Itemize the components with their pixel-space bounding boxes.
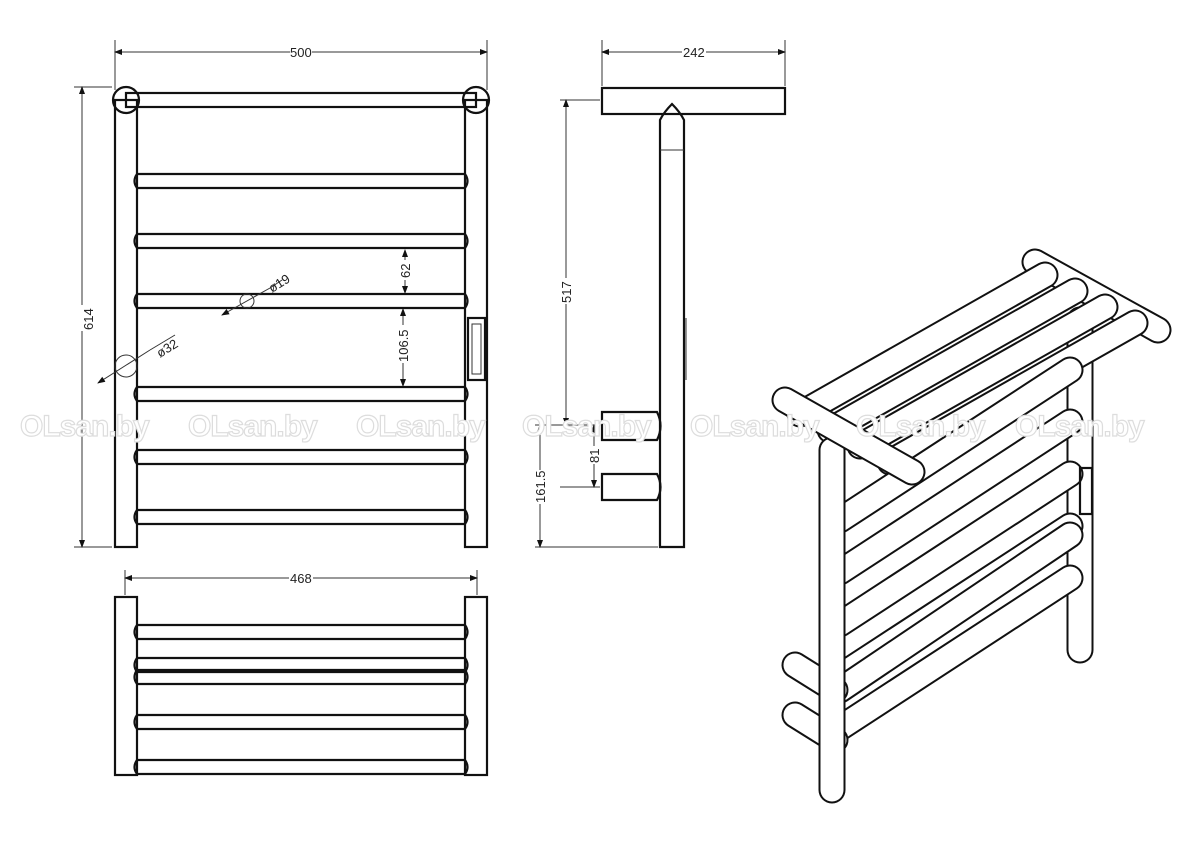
ladder-rung — [826, 564, 1084, 742]
hook-spacing-label: 81 — [587, 449, 602, 463]
rung — [133, 448, 469, 466]
watermark-text: OLsan.by — [20, 410, 150, 443]
top-bar — [816, 277, 1089, 444]
rung — [133, 668, 469, 686]
watermark-text: OLsan.by — [356, 410, 486, 443]
width-total-label: 500 — [290, 45, 312, 60]
watermark-text: OLsan.by — [690, 410, 820, 443]
watermark-text: OLsan.by — [188, 410, 318, 443]
watermark-text: OLsan.by — [522, 410, 652, 443]
watermark-text: OLsan.by — [856, 410, 986, 443]
rung — [133, 232, 469, 250]
rung — [133, 292, 469, 310]
depth-label: 242 — [683, 45, 705, 60]
bottom-width-label: 468 — [290, 571, 312, 586]
rung-gap-label: 106.5 — [396, 329, 411, 362]
rung — [133, 713, 469, 731]
watermark: OLsan.by OLsan.by OLsan.by OLsan.by OLsa… — [19, 409, 1146, 443]
top-down-view — [113, 570, 489, 777]
ladder-rung — [826, 521, 1084, 704]
hook-height-label: 161.5 — [533, 470, 548, 503]
rung — [133, 508, 469, 526]
side-height-label: 517 — [559, 281, 574, 303]
front-view — [97, 85, 491, 549]
height-total-label: 614 — [81, 308, 96, 330]
control-box — [1078, 466, 1094, 516]
rung-spacing-label: 62 — [398, 264, 413, 278]
isometric-view — [771, 248, 1172, 804]
ladder-rung — [826, 356, 1084, 534]
rung — [133, 758, 469, 776]
watermark-text: OLsan.by — [1015, 410, 1145, 443]
rung-diameter-label: ø19 — [266, 271, 293, 296]
rung — [133, 172, 469, 190]
top-bar — [846, 293, 1119, 460]
rung — [133, 623, 469, 641]
rung — [133, 385, 469, 403]
ladder-rung — [826, 408, 1084, 586]
top-bar — [786, 261, 1059, 428]
ladder-rung — [826, 460, 1084, 638]
post-diameter-label: ø32 — [154, 336, 181, 361]
front-crossbar — [771, 386, 926, 486]
